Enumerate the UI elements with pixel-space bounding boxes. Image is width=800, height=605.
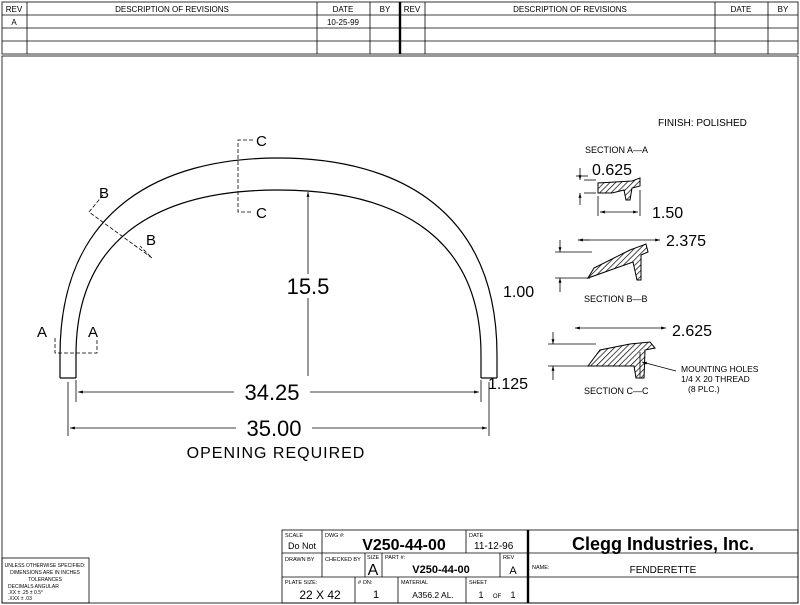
- tolerance-line-3: TOLERANCES: [28, 577, 62, 583]
- number-on-value: 1: [373, 589, 379, 601]
- checked-by-label: CHECKED BY: [325, 557, 361, 563]
- section-mark-a-left: A: [37, 324, 47, 341]
- tolerance-line-4: DECIMALS ANGULAR: [8, 584, 59, 590]
- rev-header: REV: [6, 5, 23, 14]
- drawn-by-label: DRAWN BY: [285, 557, 315, 563]
- part-name: FENDERETTE: [630, 565, 697, 576]
- sheet-label: SHEET: [469, 580, 488, 586]
- plate-size-label: PLATE SIZE:: [285, 580, 318, 586]
- section-cc-dim-side: 1.125: [488, 376, 528, 393]
- inner-width-dimension: 34.25: [244, 380, 299, 405]
- tolerance-line-2: DIMENSIONS ARE IN INCHES: [10, 570, 80, 576]
- sheet-total: 1: [510, 590, 515, 600]
- dwg-number: V250-44-00: [362, 537, 446, 554]
- tolerance-line-6: .XXX ± .03: [8, 596, 32, 602]
- section-aa: SECTION A—A 0.625 1.50: [576, 145, 683, 222]
- height-dimension: 15.5: [287, 274, 330, 299]
- material-value: A356.2 AL.: [412, 590, 454, 600]
- section-mark-c-top: C: [256, 133, 267, 150]
- tolerance-line-5: .XX ± .25 ± 0.5°: [8, 590, 43, 596]
- section-cc: 2.625 1.125 SECTION C—C MOUNTING HOLES 1…: [488, 323, 759, 396]
- company-name: Clegg Industries, Inc.: [572, 534, 754, 554]
- number-on-label: # ON:: [358, 580, 373, 586]
- scale-value: Do Not: [288, 541, 317, 551]
- date-value: 11-12-96: [474, 541, 514, 552]
- size-label: SIZE: [367, 555, 380, 561]
- section-aa-dim-top: 0.625: [592, 162, 632, 179]
- section-aa-dim-side: 1.50: [652, 205, 683, 222]
- outer-width-dimension: 35.00: [246, 416, 301, 441]
- revision-row-rev: A: [11, 18, 17, 27]
- opening-required-label: OPENING REQUIRED: [187, 445, 366, 462]
- by-header: BY: [380, 5, 391, 14]
- mounting-holes-line-2: 1/4 X 20 THREAD: [681, 374, 750, 384]
- sheet-number: 1: [478, 590, 483, 600]
- section-bb-title: SECTION B—B: [584, 294, 648, 304]
- section-mark-c-bottom: C: [256, 205, 267, 222]
- section-mark-b-bottom: B: [146, 232, 156, 249]
- section-cc-title: SECTION C—C: [584, 386, 649, 396]
- date-header-right: DATE: [731, 5, 752, 14]
- description-header: DESCRIPTION OF REVISIONS: [115, 5, 229, 14]
- mounting-holes-line-1: MOUNTING HOLES: [681, 364, 759, 374]
- plate-size-value: 22 X 42: [299, 588, 341, 602]
- scale-label: SCALE: [285, 533, 303, 539]
- section-bb-dim-side: 1.00: [503, 284, 534, 301]
- size-value: A: [368, 562, 379, 579]
- section-bb-dim-top: 2.375: [666, 233, 706, 250]
- description-header-right: DESCRIPTION OF REVISIONS: [513, 5, 627, 14]
- section-mark-b-top: B: [99, 185, 109, 202]
- section-bb: 2.375 1.00 SECTION B—B: [503, 233, 706, 304]
- rev-value: A: [509, 565, 517, 577]
- section-mark-a-right: A: [88, 324, 98, 341]
- section-aa-title: SECTION A—A: [585, 145, 648, 155]
- rev-label: REV: [503, 555, 515, 561]
- rev-header-right: REV: [404, 5, 421, 14]
- title-block: SCALE Do Not DWG #: V250-44-00 DATE 11-1…: [281, 529, 799, 604]
- date-label: DATE: [469, 533, 484, 539]
- tolerance-line-1: UNLESS OTHERWISE SPECIFIED:: [5, 563, 86, 569]
- revision-table: REV DESCRIPTION OF REVISIONS DATE BY REV…: [1, 1, 799, 55]
- finish-note: FINISH: POLISHED: [658, 118, 747, 129]
- dwg-label: DWG #:: [325, 533, 345, 539]
- revision-row-date: 10-25-99: [327, 18, 360, 27]
- material-label: MATERIAL: [401, 580, 428, 586]
- tolerance-block: UNLESS OTHERWISE SPECIFIED: DIMENSIONS A…: [1, 557, 90, 604]
- part-number: V250-44-00: [412, 564, 470, 576]
- name-label: NAME:: [532, 565, 550, 571]
- by-header-right: BY: [778, 5, 789, 14]
- sheet-of: OF: [493, 594, 502, 600]
- part-label: PART #:: [385, 555, 406, 561]
- section-cc-dim-top: 2.625: [672, 323, 712, 340]
- mounting-holes-line-3: (8 PLC.): [688, 384, 720, 394]
- date-header: DATE: [333, 5, 354, 14]
- fender-main-view: A A B B C C 15.5 34.25 35.00 OPENING REQ…: [37, 133, 498, 462]
